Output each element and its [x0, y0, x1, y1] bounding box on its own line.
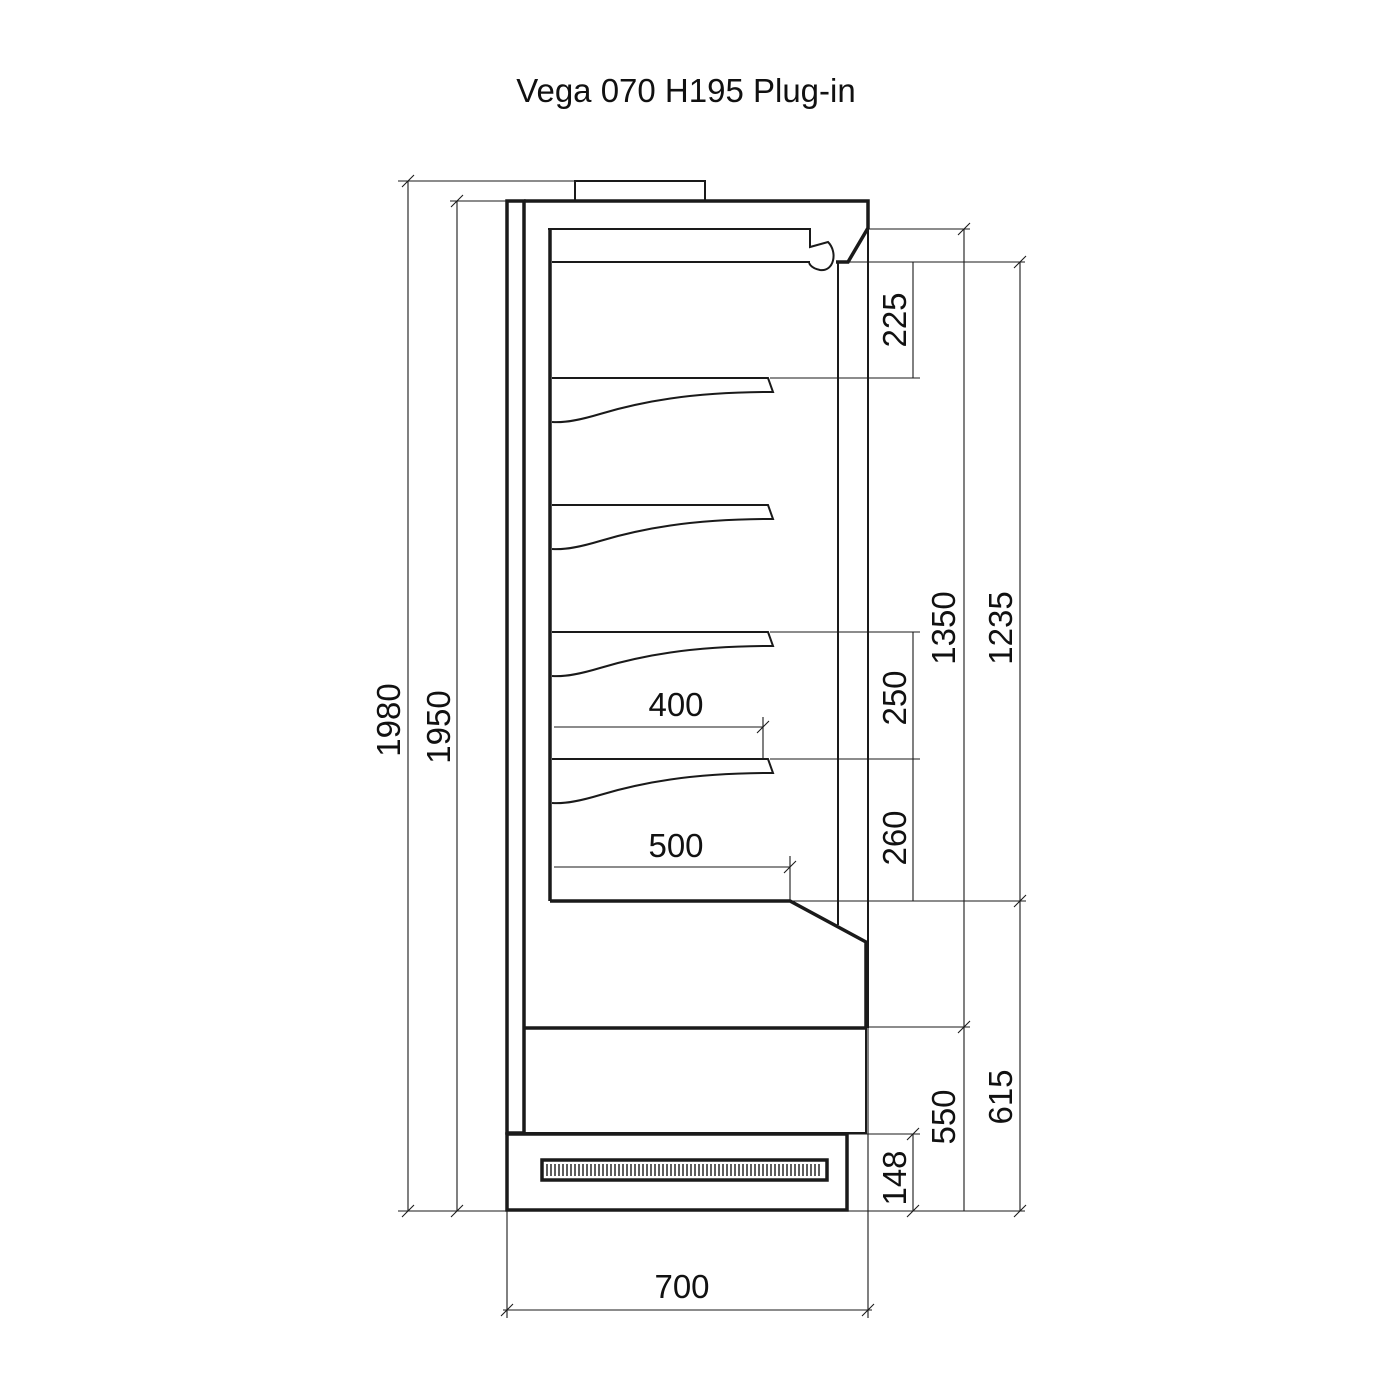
canopy — [524, 199, 870, 264]
dim-1350 — [868, 222, 971, 1211]
label-1235: 1235 — [982, 591, 1019, 664]
label-550: 550 — [925, 1089, 962, 1144]
canopy-lip — [548, 228, 835, 272]
label-1980: 1980 — [370, 683, 407, 756]
label-250: 250 — [876, 670, 913, 725]
grille-slats — [546, 1164, 820, 1176]
label-1350: 1350 — [925, 591, 962, 664]
dim-250-260 — [770, 631, 920, 901]
label-1950: 1950 — [420, 690, 457, 763]
label-700: 700 — [654, 1268, 709, 1305]
back-wall — [505, 199, 526, 1135]
shelf-4 — [551, 758, 775, 805]
label-500: 500 — [648, 827, 703, 864]
shelf-3 — [551, 631, 775, 678]
label-148: 148 — [876, 1150, 913, 1205]
label-615: 615 — [982, 1069, 1019, 1124]
diagram-title: Vega 070 H195 Plug-in — [516, 72, 856, 109]
lower-cabinet — [523, 1028, 867, 1134]
ventilation-grille — [540, 1158, 829, 1182]
dim-1950 — [450, 194, 507, 1218]
top-unit — [574, 180, 706, 202]
base-deck — [550, 899, 868, 1028]
dim-400 — [554, 717, 770, 760]
dim-1235 — [790, 255, 1027, 1218]
dim-700 — [500, 1028, 875, 1318]
shelf-2 — [551, 504, 775, 551]
dim-225 — [770, 261, 1025, 379]
plinth — [505, 1132, 849, 1212]
label-400: 400 — [648, 686, 703, 723]
dim-500 — [554, 856, 797, 901]
label-225: 225 — [876, 292, 913, 347]
shelf-1 — [551, 377, 775, 424]
label-260: 260 — [876, 810, 913, 865]
dim-1980 — [398, 174, 575, 1218]
dim-148 — [847, 1127, 920, 1218]
